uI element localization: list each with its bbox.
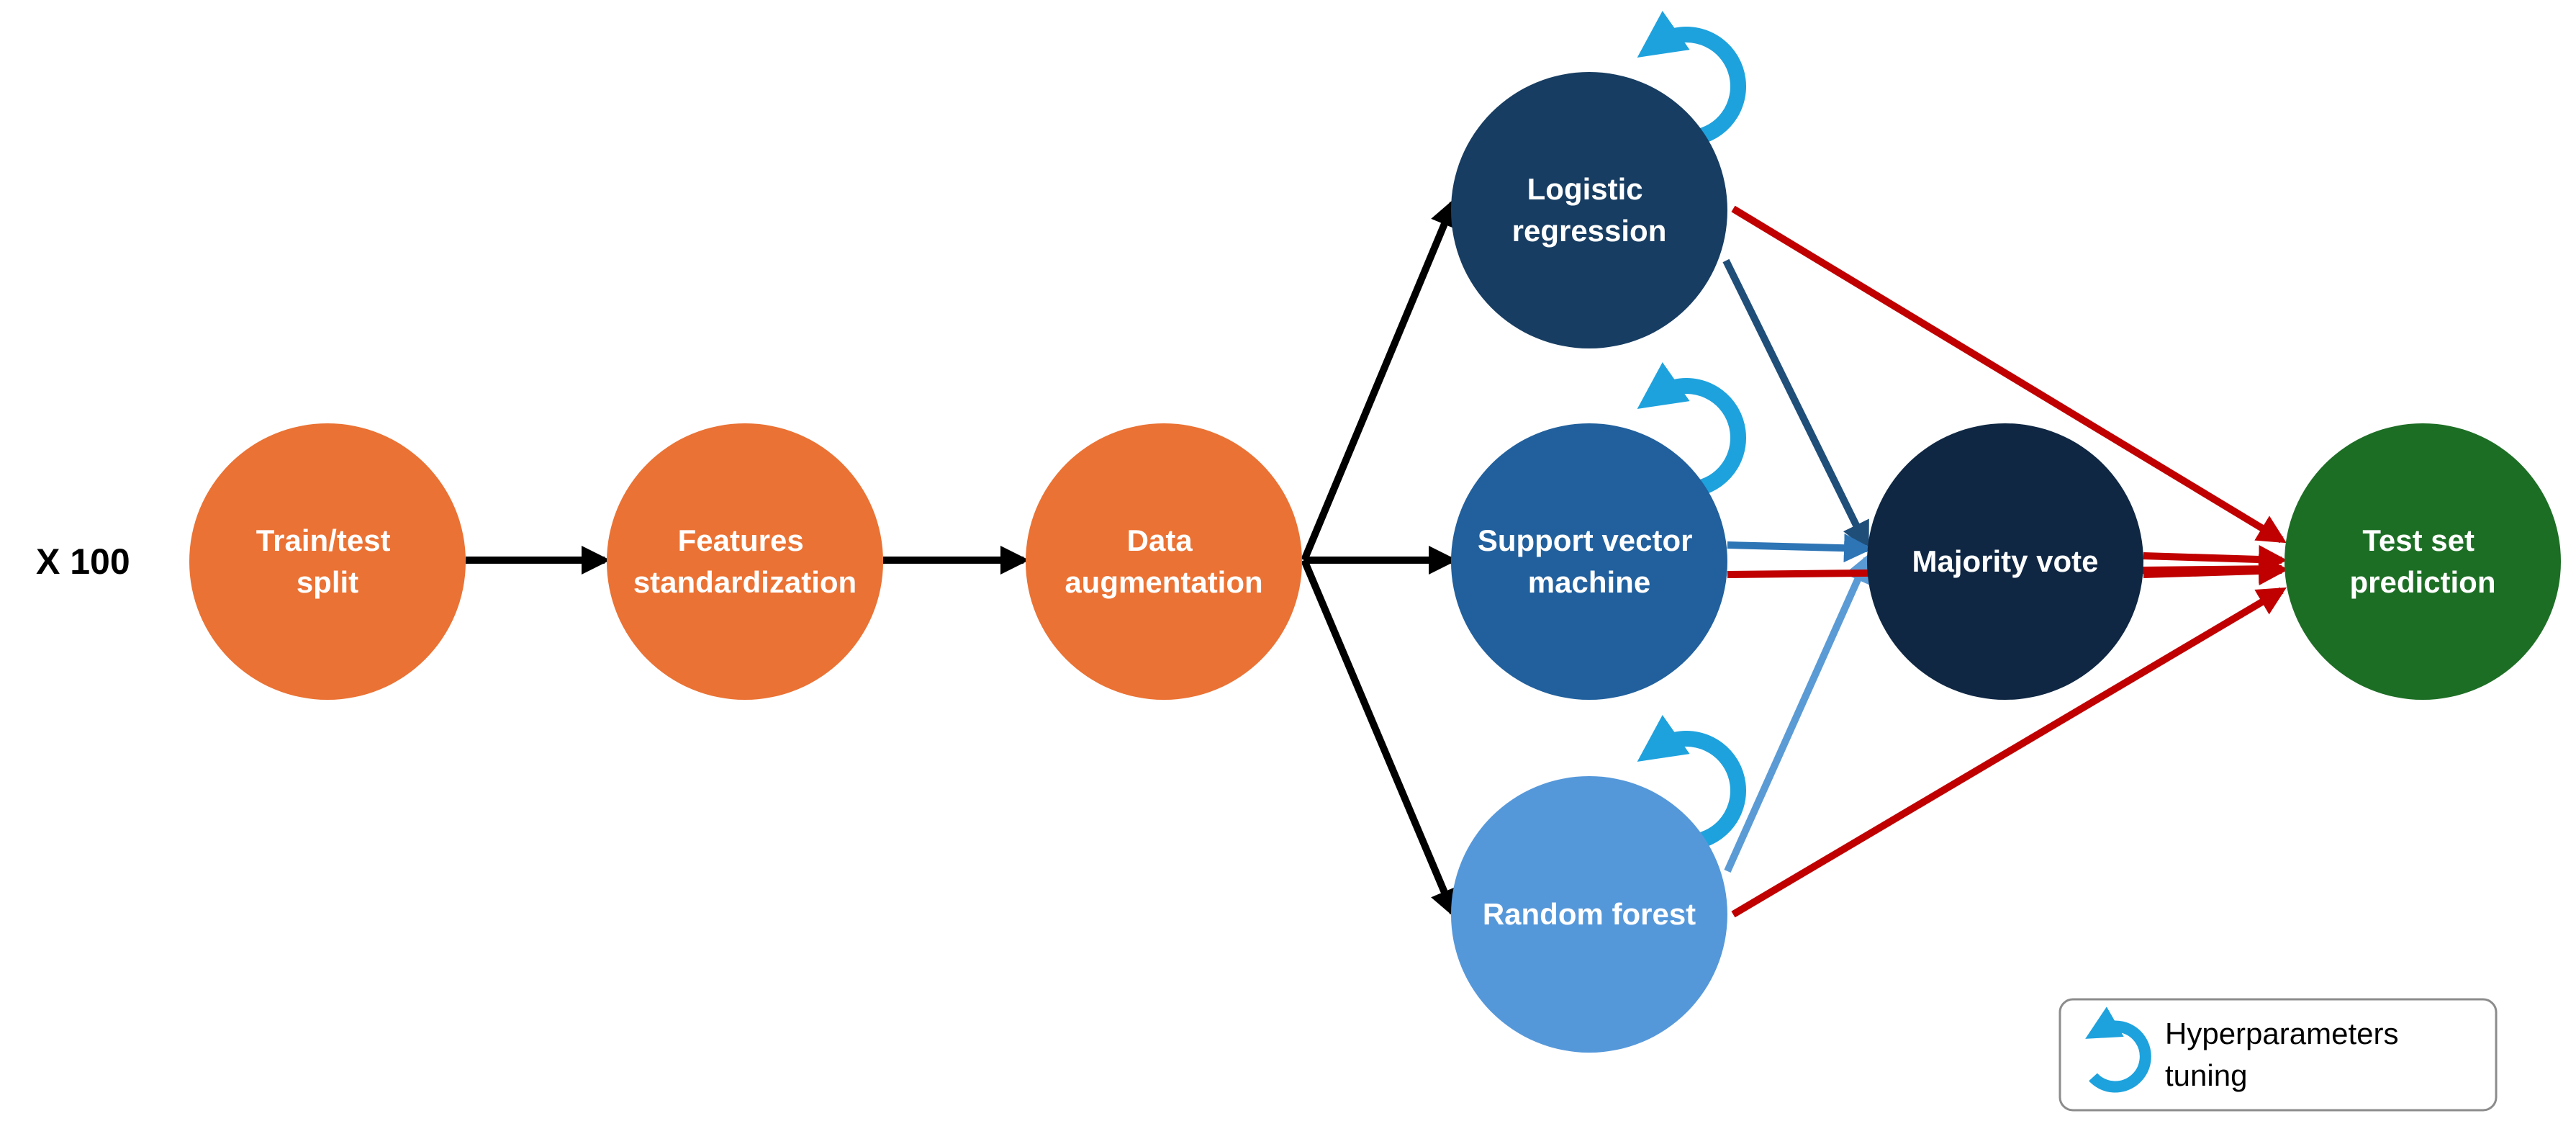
node-features-standardization: Features standardization (607, 423, 883, 700)
edge-forest-to-vote (1724, 553, 1871, 873)
node-test-set-prediction: Test set prediction (2284, 423, 2561, 700)
node-label: Test set prediction (2349, 523, 2495, 599)
node-logistic-regression: Logistic regression (1451, 72, 1727, 348)
node-label: Features standardization (633, 523, 857, 599)
node-label: Majority vote (1912, 544, 2098, 578)
legend-box (2058, 998, 2498, 1112)
nodes-layer: Train/test split Features standardizatio… (189, 72, 2561, 1053)
edge-vote-to-test-secondary (2143, 557, 2287, 585)
node-circle (607, 423, 883, 700)
repeat-count-label: X 100 (36, 541, 130, 582)
edge-augmentation-to-logistic (1301, 197, 1458, 562)
node-label: Data augmentation (1065, 523, 1262, 599)
legend-label: Hyperparameters tuning (2165, 1017, 2407, 1092)
node-circle (1451, 423, 1727, 700)
node-circle (1867, 423, 2143, 700)
edge-logistic-to-vote (1722, 258, 1870, 552)
node-circle (2284, 423, 2561, 700)
node-circle (1451, 72, 1727, 348)
node-data-augmentation: Data augmentation (1026, 423, 1302, 700)
node-random-forest: Random forest (1451, 776, 1727, 1053)
edge-logistic-to-test (1731, 205, 2287, 544)
node-circle (189, 423, 466, 700)
node-label: Random forest (1483, 897, 1696, 931)
node-support-vector-machine: Support vector machine (1451, 423, 1727, 700)
edge-vote-to-test (2143, 545, 2287, 574)
node-circle (1451, 776, 1727, 1053)
node-train-test-split: Train/test split (189, 423, 466, 700)
edge-forest-to-test (1731, 587, 2287, 918)
edges-layer (466, 197, 2287, 919)
edge-svm-to-vote (1727, 534, 1873, 563)
node-majority-vote: Majority vote (1867, 423, 2143, 700)
edge-augmentation-to-forest (1301, 559, 1458, 919)
node-circle (1026, 423, 1302, 700)
node-label: Logistic regression (1512, 172, 1667, 248)
node-label: Support vector machine (1478, 523, 1701, 599)
node-label: Train/test split (256, 523, 399, 599)
circular-arrow-icon (2085, 1007, 2151, 1093)
legend: Hyperparameters tuning (2058, 998, 2498, 1112)
